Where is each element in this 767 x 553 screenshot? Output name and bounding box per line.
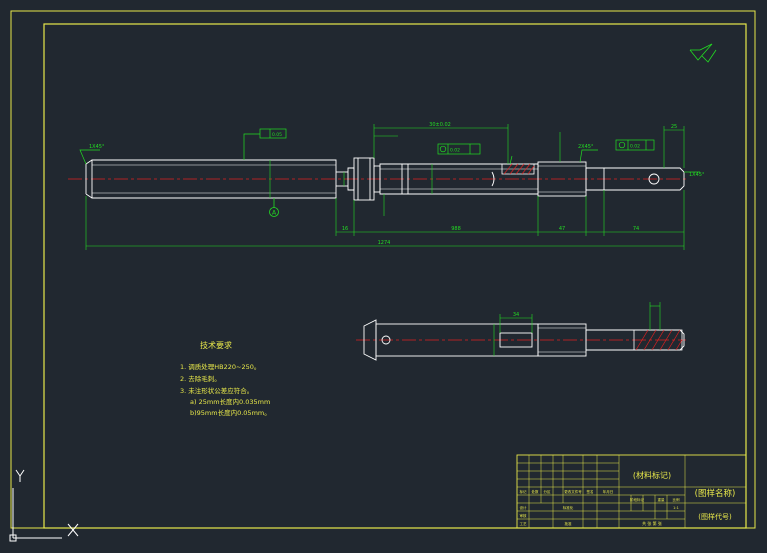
dim-seg-right-a: 47 <box>559 226 565 232</box>
drawing-frame <box>10 10 756 529</box>
label-standardization: 标准化 <box>563 505 574 510</box>
title-block: (材料标记) (图样名称) (图样代号) 标记 处数 分区 更改文件号 签名 年… <box>516 454 747 529</box>
rev-header-2: 处数 <box>532 489 540 494</box>
scale-value: 1:1 <box>673 506 679 510</box>
tolerance-left-value: 0.05 <box>272 132 282 138</box>
dim-top-span: 30±0.02 <box>429 122 451 128</box>
tech-req-title: 技术要求 <box>200 340 232 350</box>
tech-req-item-1: 1. 调质处理HB220~250。 <box>180 362 260 371</box>
tolerance-frame-middle <box>437 143 481 155</box>
scale-label: 比例 <box>673 497 681 502</box>
datum-marker: A <box>269 198 279 217</box>
ucs-icon[interactable] <box>9 469 79 542</box>
chamfer-right-note: 1X45° <box>689 172 705 178</box>
chamfer-left-note: 1X45° <box>89 144 105 150</box>
rev-header-1: 标记 <box>520 489 528 494</box>
dim-seg-right-b: 74 <box>633 226 639 232</box>
tech-req-item-3: 3. 未注形状公差应符合。 <box>180 386 253 395</box>
tolerance-right-value: 0.02 <box>630 144 640 150</box>
rev-header-6: 年月日 <box>603 489 614 494</box>
dim-top-right: 25 <box>671 124 677 130</box>
role-review: 审核 <box>520 513 528 518</box>
tech-req-item-5: b)95mm长度内0.05mm。 <box>190 408 271 417</box>
dim-seg-left: 16 <box>342 226 348 232</box>
rev-header-5: 签名 <box>587 489 594 494</box>
drawing-name: (图样名称) <box>695 488 736 499</box>
rev-header-4: 更改文件号 <box>564 489 582 494</box>
material-label: (材料标记) <box>633 470 671 480</box>
tech-req-item-2: 2. 去除毛刺。 <box>180 374 221 383</box>
label-approval: 批准 <box>565 521 573 526</box>
main-shaft-view: A 1X45° 1X45° 2X45° 0.05 0.02 <box>68 122 705 250</box>
leader-notes <box>79 133 700 173</box>
stage-label: 阶段标记 <box>630 497 644 502</box>
sheet-label: 共 张 第 张 <box>642 520 662 526</box>
tolerance-frame-right <box>615 139 655 151</box>
weight-label: 重量 <box>658 497 666 502</box>
chamfer-mid-note: 2X45° <box>578 144 594 150</box>
drawing-code: (图样代号) <box>698 512 732 521</box>
section-hatch <box>633 329 683 351</box>
role-process: 工艺 <box>520 521 528 526</box>
tolerance-middle-value: 0.02 <box>450 148 460 154</box>
rev-header-3: 分区 <box>544 489 552 494</box>
tolerance-frame-left <box>259 128 287 139</box>
dimension-lines <box>85 124 685 250</box>
inner-border <box>43 23 747 529</box>
dim-seg-mid: 988 <box>451 226 461 232</box>
shaft-segment-right <box>585 167 685 191</box>
keyway-section-hatch <box>501 163 535 175</box>
datum-label: A <box>272 210 277 217</box>
dim-overall-length: 1274 <box>378 240 391 246</box>
secondary-dim: 34 <box>513 312 519 318</box>
technical-requirements: 技术要求 1. 调质处理HB220~250。 2. 去除毛刺。 3. 未注形状公… <box>180 340 271 417</box>
outer-border <box>10 10 756 529</box>
secondary-shaft-view: 34 <box>356 302 686 361</box>
tech-req-item-4: a) 25mm长度内0.035mm <box>190 397 270 406</box>
role-design: 设计 <box>520 505 528 510</box>
general-roughness-mark <box>689 43 717 63</box>
